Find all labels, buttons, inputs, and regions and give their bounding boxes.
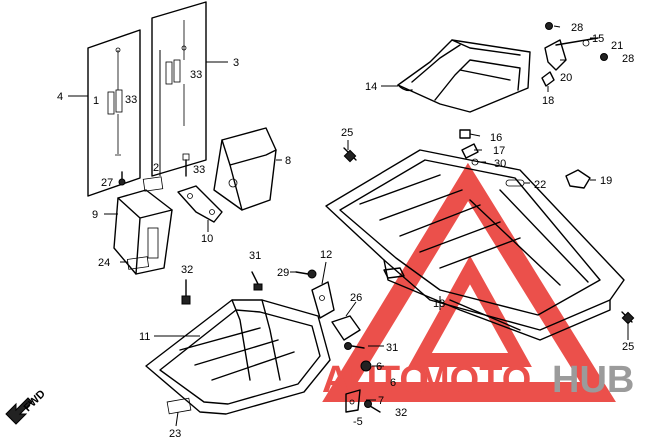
watermark-text-hub: HUB bbox=[552, 359, 634, 401]
callout-30: 30 bbox=[494, 158, 506, 170]
part-3-panel bbox=[151, 1, 207, 177]
callout-25-b: 25 bbox=[622, 341, 634, 353]
screw-29 bbox=[295, 269, 317, 279]
callout-18: 18 bbox=[542, 95, 554, 107]
part-8-box-cover bbox=[213, 127, 277, 211]
callout-labels: 28 15 21 28 20 18 14 4 1 33 33 3 25 16 1… bbox=[57, 22, 634, 440]
part-6-7-hardware bbox=[345, 360, 372, 413]
leader-lines bbox=[68, 25, 629, 427]
callout-10: 10 bbox=[201, 233, 213, 245]
callout-7: 7 bbox=[378, 395, 384, 407]
part-11-lower-frame bbox=[145, 299, 331, 415]
callout-11: 11 bbox=[139, 331, 150, 343]
screw-31-upper bbox=[251, 271, 263, 291]
callout-32-b: 32 bbox=[395, 407, 407, 419]
callout-31-b: 31 bbox=[386, 342, 398, 354]
part-19-bracket bbox=[565, 169, 591, 189]
callout-3: 3 bbox=[233, 57, 239, 69]
callout-2: 2 bbox=[153, 162, 159, 174]
callout-27: 27 bbox=[101, 177, 113, 189]
part-25-bolt-lower bbox=[621, 311, 635, 325]
part-13-rear-carrier bbox=[325, 149, 625, 341]
callout-25: 25 bbox=[341, 127, 353, 139]
callout-22: 22 bbox=[534, 179, 546, 191]
callout-16: 16 bbox=[490, 132, 502, 144]
callout-1: 1 bbox=[93, 95, 99, 107]
part-14-front-carrier bbox=[397, 39, 531, 113]
callout-33-c: 33 bbox=[193, 164, 205, 176]
part-10-bracket bbox=[177, 185, 223, 223]
part-9-box bbox=[113, 189, 173, 275]
part-12-bracket bbox=[311, 281, 335, 319]
callout-6: 6 bbox=[376, 361, 382, 373]
callout-28: 28 bbox=[571, 22, 583, 34]
callout-33-a: 33 bbox=[125, 94, 137, 106]
callout-19: 19 bbox=[600, 175, 612, 187]
callout-33-b: 33 bbox=[190, 69, 202, 81]
callout-5: -5 bbox=[353, 416, 363, 428]
callout-17: 17 bbox=[493, 145, 505, 157]
screw-31-lower bbox=[344, 342, 365, 350]
part-24-label bbox=[126, 256, 150, 270]
screw-32-upper bbox=[181, 279, 191, 305]
part-25-bolt-upper bbox=[343, 147, 357, 163]
callout-23: 23 bbox=[169, 428, 181, 440]
callout-6-b: 6 bbox=[390, 377, 396, 389]
callout-12: 12 bbox=[320, 249, 332, 261]
screw-32-lower bbox=[364, 400, 381, 413]
screw-33 bbox=[182, 153, 190, 177]
part-26-bracket bbox=[331, 315, 361, 341]
fwd-label: FWD bbox=[22, 388, 48, 414]
callout-29: 29 bbox=[277, 267, 289, 279]
screw-27 bbox=[118, 171, 126, 186]
callout-21: 21 bbox=[611, 40, 623, 52]
callout-4: 4 bbox=[57, 91, 63, 103]
callout-32: 32 bbox=[181, 264, 193, 276]
callout-31: 31 bbox=[249, 250, 261, 262]
callout-14: 14 bbox=[365, 81, 377, 93]
callout-24: 24 bbox=[98, 257, 110, 269]
callout-9: 9 bbox=[92, 209, 98, 221]
callout-13: 13 bbox=[433, 298, 445, 310]
watermark-text-moto: MOTO bbox=[418, 359, 531, 401]
part-20-bracket bbox=[541, 22, 608, 87]
callout-28-b: 28 bbox=[622, 53, 634, 65]
callout-26: 26 bbox=[350, 292, 362, 304]
part-4-panel bbox=[87, 29, 141, 197]
callout-15: 15 bbox=[592, 33, 604, 45]
part-2-label bbox=[142, 176, 164, 192]
callout-20: 20 bbox=[560, 72, 572, 84]
callout-8: 8 bbox=[285, 155, 291, 167]
fwd-arrow: FWD bbox=[5, 388, 48, 425]
